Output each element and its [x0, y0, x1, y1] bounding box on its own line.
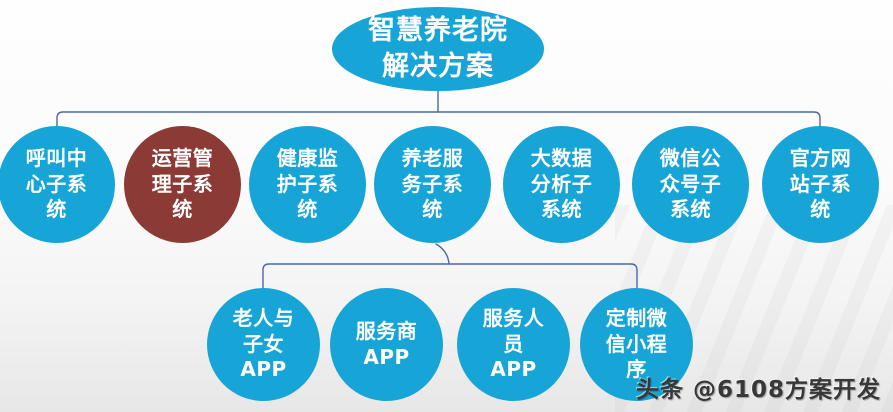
subsystem-node-call-center: 呼叫中 心子系 统 [0, 126, 115, 243]
subsystem-node-elderly-service: 养老服 务子系 统 [374, 126, 491, 243]
subsystem-node-bigdata: 大数据 分析子 系统 [503, 126, 620, 243]
top-bracket-connector [56, 111, 821, 128]
subsystem-node-website: 官方网 站子系 统 [762, 126, 879, 243]
subsystem-node-health-monitor: 健康监 护子系 统 [249, 126, 366, 243]
apps-bracket-connector [262, 263, 638, 289]
root-node: 智慧养老院 解决方案 [332, 7, 544, 91]
watermark-credit: 头条 @6108方案开发 [635, 377, 881, 403]
service-stub-connector [435, 243, 450, 265]
app-node-miniprogram: 定制微 信小程 序 [580, 288, 693, 401]
subsystem-node-operations: 运营管 理子系 统 [124, 126, 241, 243]
app-node-provider: 服务商 APP [330, 288, 443, 401]
app-node-family: 老人与 子女 APP [207, 288, 320, 401]
subsystem-node-wechat-account: 微信公 众号子 系统 [632, 126, 749, 243]
app-node-staff: 服务人 员 APP [457, 288, 570, 401]
